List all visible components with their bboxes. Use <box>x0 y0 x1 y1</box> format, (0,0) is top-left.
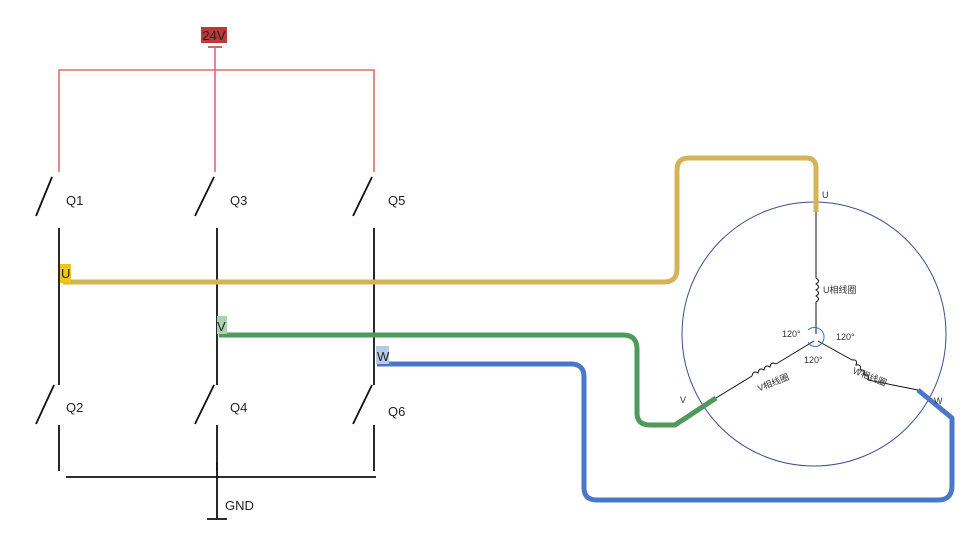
angle-label-bottom: 120° <box>804 355 823 365</box>
motor-v-tag: V <box>680 395 686 405</box>
switch-q6 <box>352 384 373 425</box>
v-coil-label: V相线圈 <box>756 371 791 394</box>
motor-circle <box>681 201 947 467</box>
supply-box <box>201 27 227 43</box>
switch-q5 <box>352 176 373 217</box>
phase-w-wire <box>377 361 955 503</box>
switch-q4 <box>194 384 215 425</box>
phase-w-tag: W <box>377 349 390 364</box>
switch-q3 <box>194 176 215 217</box>
supply-label: 24V <box>202 28 225 43</box>
u-coil-winding <box>815 277 819 303</box>
label-q3: Q3 <box>230 193 247 208</box>
angle-label-right: 120° <box>836 332 855 342</box>
angle-arc <box>807 326 825 345</box>
w-coil-lead-outer <box>867 379 919 391</box>
phase-v-tag-bg <box>217 316 227 334</box>
phase-u-wire <box>63 155 819 285</box>
phase-u-tag: U <box>61 266 70 281</box>
label-q4: Q4 <box>230 400 247 415</box>
v-coil-lead-inner <box>775 340 815 365</box>
ground-label: GND <box>225 498 254 513</box>
motor-w-tag: W <box>934 396 943 406</box>
u-coil-label: U相线圈 <box>823 284 857 295</box>
angle-label-left: 120° <box>782 329 801 339</box>
phase-v-tag: V <box>217 319 226 334</box>
switch-q1 <box>35 176 53 217</box>
switch-q2 <box>35 384 55 425</box>
phase-v-wire <box>219 332 718 428</box>
label-q2: Q2 <box>66 400 83 415</box>
v-coil-winding <box>751 362 777 377</box>
motor-u-tag: U <box>822 190 829 200</box>
w-coil-lead-inner <box>817 340 853 361</box>
w-coil-winding <box>851 359 869 381</box>
label-q5: Q5 <box>388 193 405 208</box>
label-q1: Q1 <box>66 193 83 208</box>
w-coil-label: W相线圈 <box>851 365 888 388</box>
label-q6: Q6 <box>388 404 405 419</box>
phase-w-tag-bg <box>376 346 389 364</box>
v-coil-lead-outer <box>715 375 753 399</box>
angle-arc-bottom <box>807 341 822 347</box>
phase-u-tag-bg <box>60 264 71 283</box>
supply-bus <box>58 69 375 172</box>
